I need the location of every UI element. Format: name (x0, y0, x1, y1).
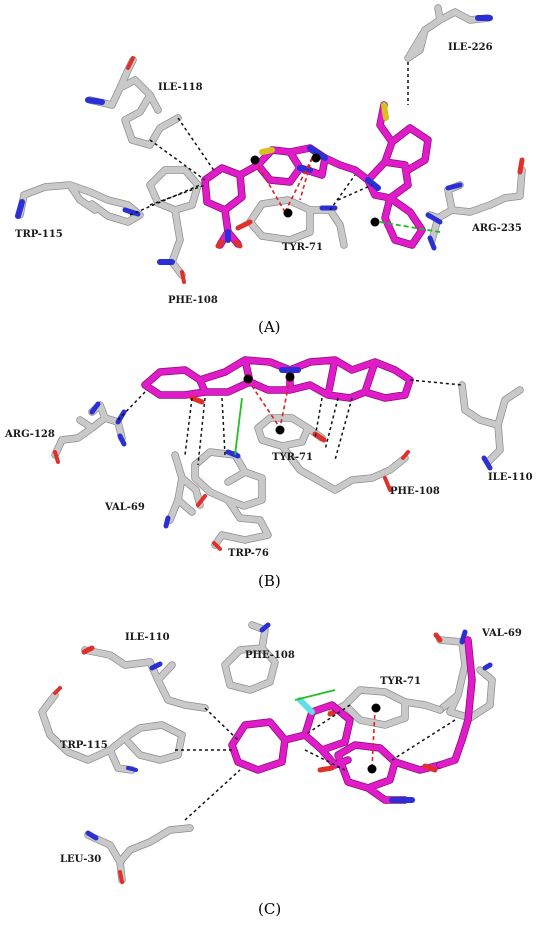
label-ile-118: ILE-118 (158, 82, 203, 93)
panel-label-a: (A) (258, 318, 281, 336)
interactions-c (175, 689, 456, 821)
label-tyr-71-b: TYR-71 (272, 452, 313, 463)
residue-tyr-71-sticks (235, 196, 348, 249)
residue-ile-118-sticks (85, 56, 182, 149)
label-leu-30: LEU-30 (60, 854, 101, 865)
label-tyr-71-c: TYR-71 (380, 676, 421, 687)
panel-label-b: (B) (258, 572, 281, 590)
residue-ile-110-sticks (458, 381, 524, 471)
panel-c: ILE-110 PHE-108 VAL-69 TYR-71 TRP-115 LE… (38, 621, 522, 918)
residue-ile-110-c-sticks (81, 645, 209, 712)
label-phe-108-b: PHE-108 (390, 486, 440, 497)
interactions-a (129, 62, 441, 233)
label-ile-110-c: ILE-110 (125, 632, 170, 643)
ligand-b-sticks (141, 356, 414, 405)
label-arg-128: ARG-128 (4, 429, 55, 440)
residue-trp-76-sticks (191, 448, 272, 551)
residue-val-69-sticks (163, 451, 207, 529)
residue-phe-108-c-sticks (221, 621, 279, 694)
interactions-b (117, 372, 463, 466)
label-arg-235: ARG-235 (471, 223, 522, 234)
residue-phe-108-sticks (146, 166, 202, 284)
residue-trp-115-c-sticks (38, 686, 186, 774)
residue-leu-30-sticks (84, 824, 194, 884)
residue-tyr-71-b-sticks (254, 414, 410, 494)
panel-b: ARG-128 TYR-71 ILE-110 VAL-69 PHE-108 TR… (4, 356, 533, 590)
ligand-c-sticks (228, 636, 476, 804)
residue-arg-128-sticks (51, 401, 127, 464)
label-ile-110: ILE-110 (488, 472, 533, 483)
panel-label-c: (C) (258, 900, 281, 918)
label-val-69-c: VAL-69 (481, 628, 522, 639)
label-trp-115: TRP-115 (15, 229, 63, 240)
label-trp-76: TRP-76 (228, 548, 269, 559)
residue-arg-235-sticks (425, 157, 526, 251)
label-val-69: VAL-69 (104, 502, 145, 513)
residue-ile-226-sticks (404, 4, 493, 62)
ligand-a-sticks (201, 101, 432, 249)
label-trp-115-c: TRP-115 (60, 740, 108, 751)
panel-a: ILE-226 ILE-118 TRP-115 TYR-71 ARG-235 P… (15, 4, 526, 336)
label-ile-226: ILE-226 (448, 42, 493, 53)
label-phe-108: PHE-108 (168, 295, 218, 306)
residue-val-69-c-sticks (433, 629, 496, 722)
label-phe-108-c: PHE-108 (245, 650, 295, 661)
label-tyr-71: TYR-71 (282, 242, 323, 253)
residue-trp-115-sticks (15, 181, 144, 226)
